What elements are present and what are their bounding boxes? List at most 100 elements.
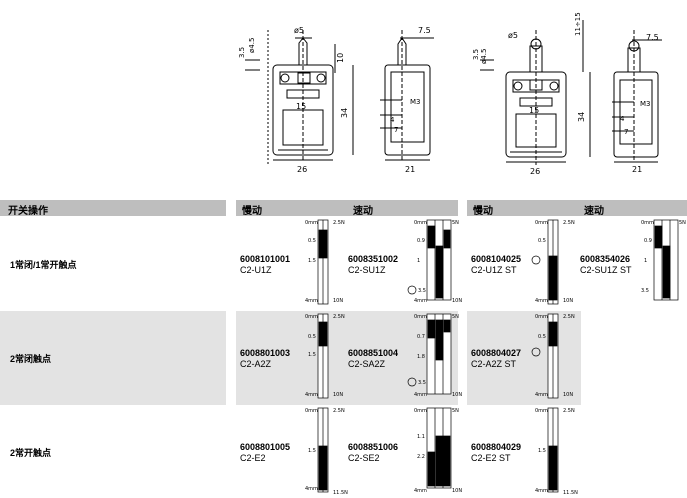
diag-label: 2.5N xyxy=(333,220,345,226)
model-name: C2-SE2 xyxy=(348,453,380,463)
diag-label: 0.5 xyxy=(538,334,546,340)
model-name: C2-SA2Z xyxy=(348,359,386,369)
diag-label: 4mm xyxy=(414,488,427,494)
diag-label: 4mm xyxy=(535,298,548,304)
dim-phi45-right: ø4.5 xyxy=(480,49,488,64)
part-number: 6008104025 xyxy=(471,254,522,264)
dim-21-left: 21 xyxy=(405,165,415,174)
dim-1115-right: 11÷15 xyxy=(574,12,582,36)
diag-label: 0.5 xyxy=(308,334,316,340)
diag-label: 10N xyxy=(452,488,462,494)
diag-label: 5N xyxy=(452,314,459,320)
left-side-view xyxy=(380,30,434,161)
diag-label: 10N xyxy=(333,392,343,398)
model-name: C2-E2 xyxy=(240,453,266,463)
diag-label: 1.5 xyxy=(538,448,546,454)
diagram-r1-c4 xyxy=(653,219,679,301)
dim-phi5-right: ø5 xyxy=(508,31,518,40)
diagram-r2-c3 xyxy=(531,313,559,399)
dim-34-right: 34 xyxy=(577,112,586,122)
diagram-r2-c1 xyxy=(317,313,329,399)
model-name: C2-SU1Z ST xyxy=(580,265,632,275)
diag-label: 1.5 xyxy=(308,448,316,454)
technical-drawings: ø5 ø4.5 3.5 10 34 15 26 7.5 M3 4 7 21 ø5… xyxy=(238,12,662,176)
dim-34-left: 34 xyxy=(340,108,349,118)
diag-label: 0mm xyxy=(641,220,654,226)
diag-label: 4mm xyxy=(414,298,427,304)
diag-label: 10N xyxy=(452,298,462,304)
part-number: 6008354026 xyxy=(580,254,631,264)
dim-75-left: 7.5 xyxy=(418,26,431,35)
diag-label: 0.5 xyxy=(538,238,546,244)
diag-label: 5N xyxy=(679,220,686,226)
diagram-r1-c3 xyxy=(531,219,559,305)
diag-label: 4mm xyxy=(535,392,548,398)
row-label-2: 2常闭触点 xyxy=(10,354,52,364)
part-number: 6008851006 xyxy=(348,442,399,452)
dim-35-left: 3.5 xyxy=(238,47,246,58)
diag-label: 0.5 xyxy=(308,238,316,244)
header-slow-1: 慢动 xyxy=(242,206,262,217)
part-number: 6008804027 xyxy=(471,348,522,358)
header-slow-2: 慢动 xyxy=(473,206,493,217)
diag-label: 0.9 xyxy=(644,238,652,244)
dim-4-right: 4 xyxy=(620,115,625,123)
model-name: C2-U1Z xyxy=(240,265,272,275)
row2-bg-group1 xyxy=(236,311,458,405)
diag-label: 1.5 xyxy=(308,258,316,264)
part-number: 6008851004 xyxy=(348,348,399,358)
header-switch-op: 开关操作 xyxy=(0,200,226,217)
right-front-view xyxy=(480,20,591,165)
diag-label: 5N xyxy=(452,408,459,414)
diagram-r3-c2 xyxy=(426,407,452,489)
diag-label: 0mm xyxy=(305,314,318,320)
dim-m3-left: M3 xyxy=(410,98,421,106)
diag-label: 0mm xyxy=(414,314,427,320)
diag-label: 4mm xyxy=(305,486,318,492)
row-label-3: 2常开触点 xyxy=(10,448,52,458)
diag-label: 2.5N xyxy=(563,408,575,414)
dim-7-right: 7 xyxy=(624,128,628,136)
part-number: 6008801005 xyxy=(240,442,291,452)
diag-label: 0mm xyxy=(305,220,318,226)
diag-label: 3.5 xyxy=(641,288,649,294)
diag-label: 0mm xyxy=(305,408,318,414)
diagram-r3-c3 xyxy=(547,407,559,493)
diag-label: 11.5N xyxy=(333,490,348,496)
diagram-r1-c2 xyxy=(407,219,452,301)
header-snap-1: 速动 xyxy=(353,206,373,217)
diag-label: 1.8 xyxy=(417,354,425,360)
diag-label: 10N xyxy=(563,392,573,398)
diagram-r3-c1 xyxy=(317,407,329,493)
dim-15-left: 15 xyxy=(296,102,306,111)
dim-35-right: 3.5 xyxy=(472,49,480,60)
part-number: 6008101001 xyxy=(240,254,291,264)
diag-label: 3.5 xyxy=(418,380,426,386)
dim-26-left: 26 xyxy=(297,165,307,174)
dim-75-right: 7.5 xyxy=(646,33,659,42)
diag-label: 2.5N xyxy=(563,314,575,320)
diag-label: 0mm xyxy=(535,314,548,320)
diag-label: 3.5 xyxy=(418,288,426,294)
diag-label: 0mm xyxy=(535,220,548,226)
dim-4-left: 4 xyxy=(390,116,395,124)
dim-21-right: 21 xyxy=(632,165,642,174)
diag-label: 0mm xyxy=(414,408,427,414)
diag-label: 0.9 xyxy=(417,238,425,244)
diag-label: 4mm xyxy=(305,298,318,304)
model-name: C2-E2 ST xyxy=(471,453,511,463)
row2-bg-group2 xyxy=(467,311,581,405)
diag-label: 0mm xyxy=(535,408,548,414)
diagram-r1-c1 xyxy=(317,219,329,305)
diag-label: 2.5N xyxy=(333,408,345,414)
diag-label: 0.7 xyxy=(417,334,425,340)
dim-phi5-left: ø5 xyxy=(294,26,304,35)
diag-label: 1 xyxy=(644,258,647,264)
diag-label: 2.2 xyxy=(417,454,425,460)
right-side-view xyxy=(612,30,662,163)
row-label-1: 1常闭/1常开触点 xyxy=(10,260,77,270)
diag-label: 4mm xyxy=(305,392,318,398)
dim-10-left: 10 xyxy=(336,53,345,63)
model-name: C2-A2Z xyxy=(240,359,272,369)
part-number: 6008351002 xyxy=(348,254,399,264)
